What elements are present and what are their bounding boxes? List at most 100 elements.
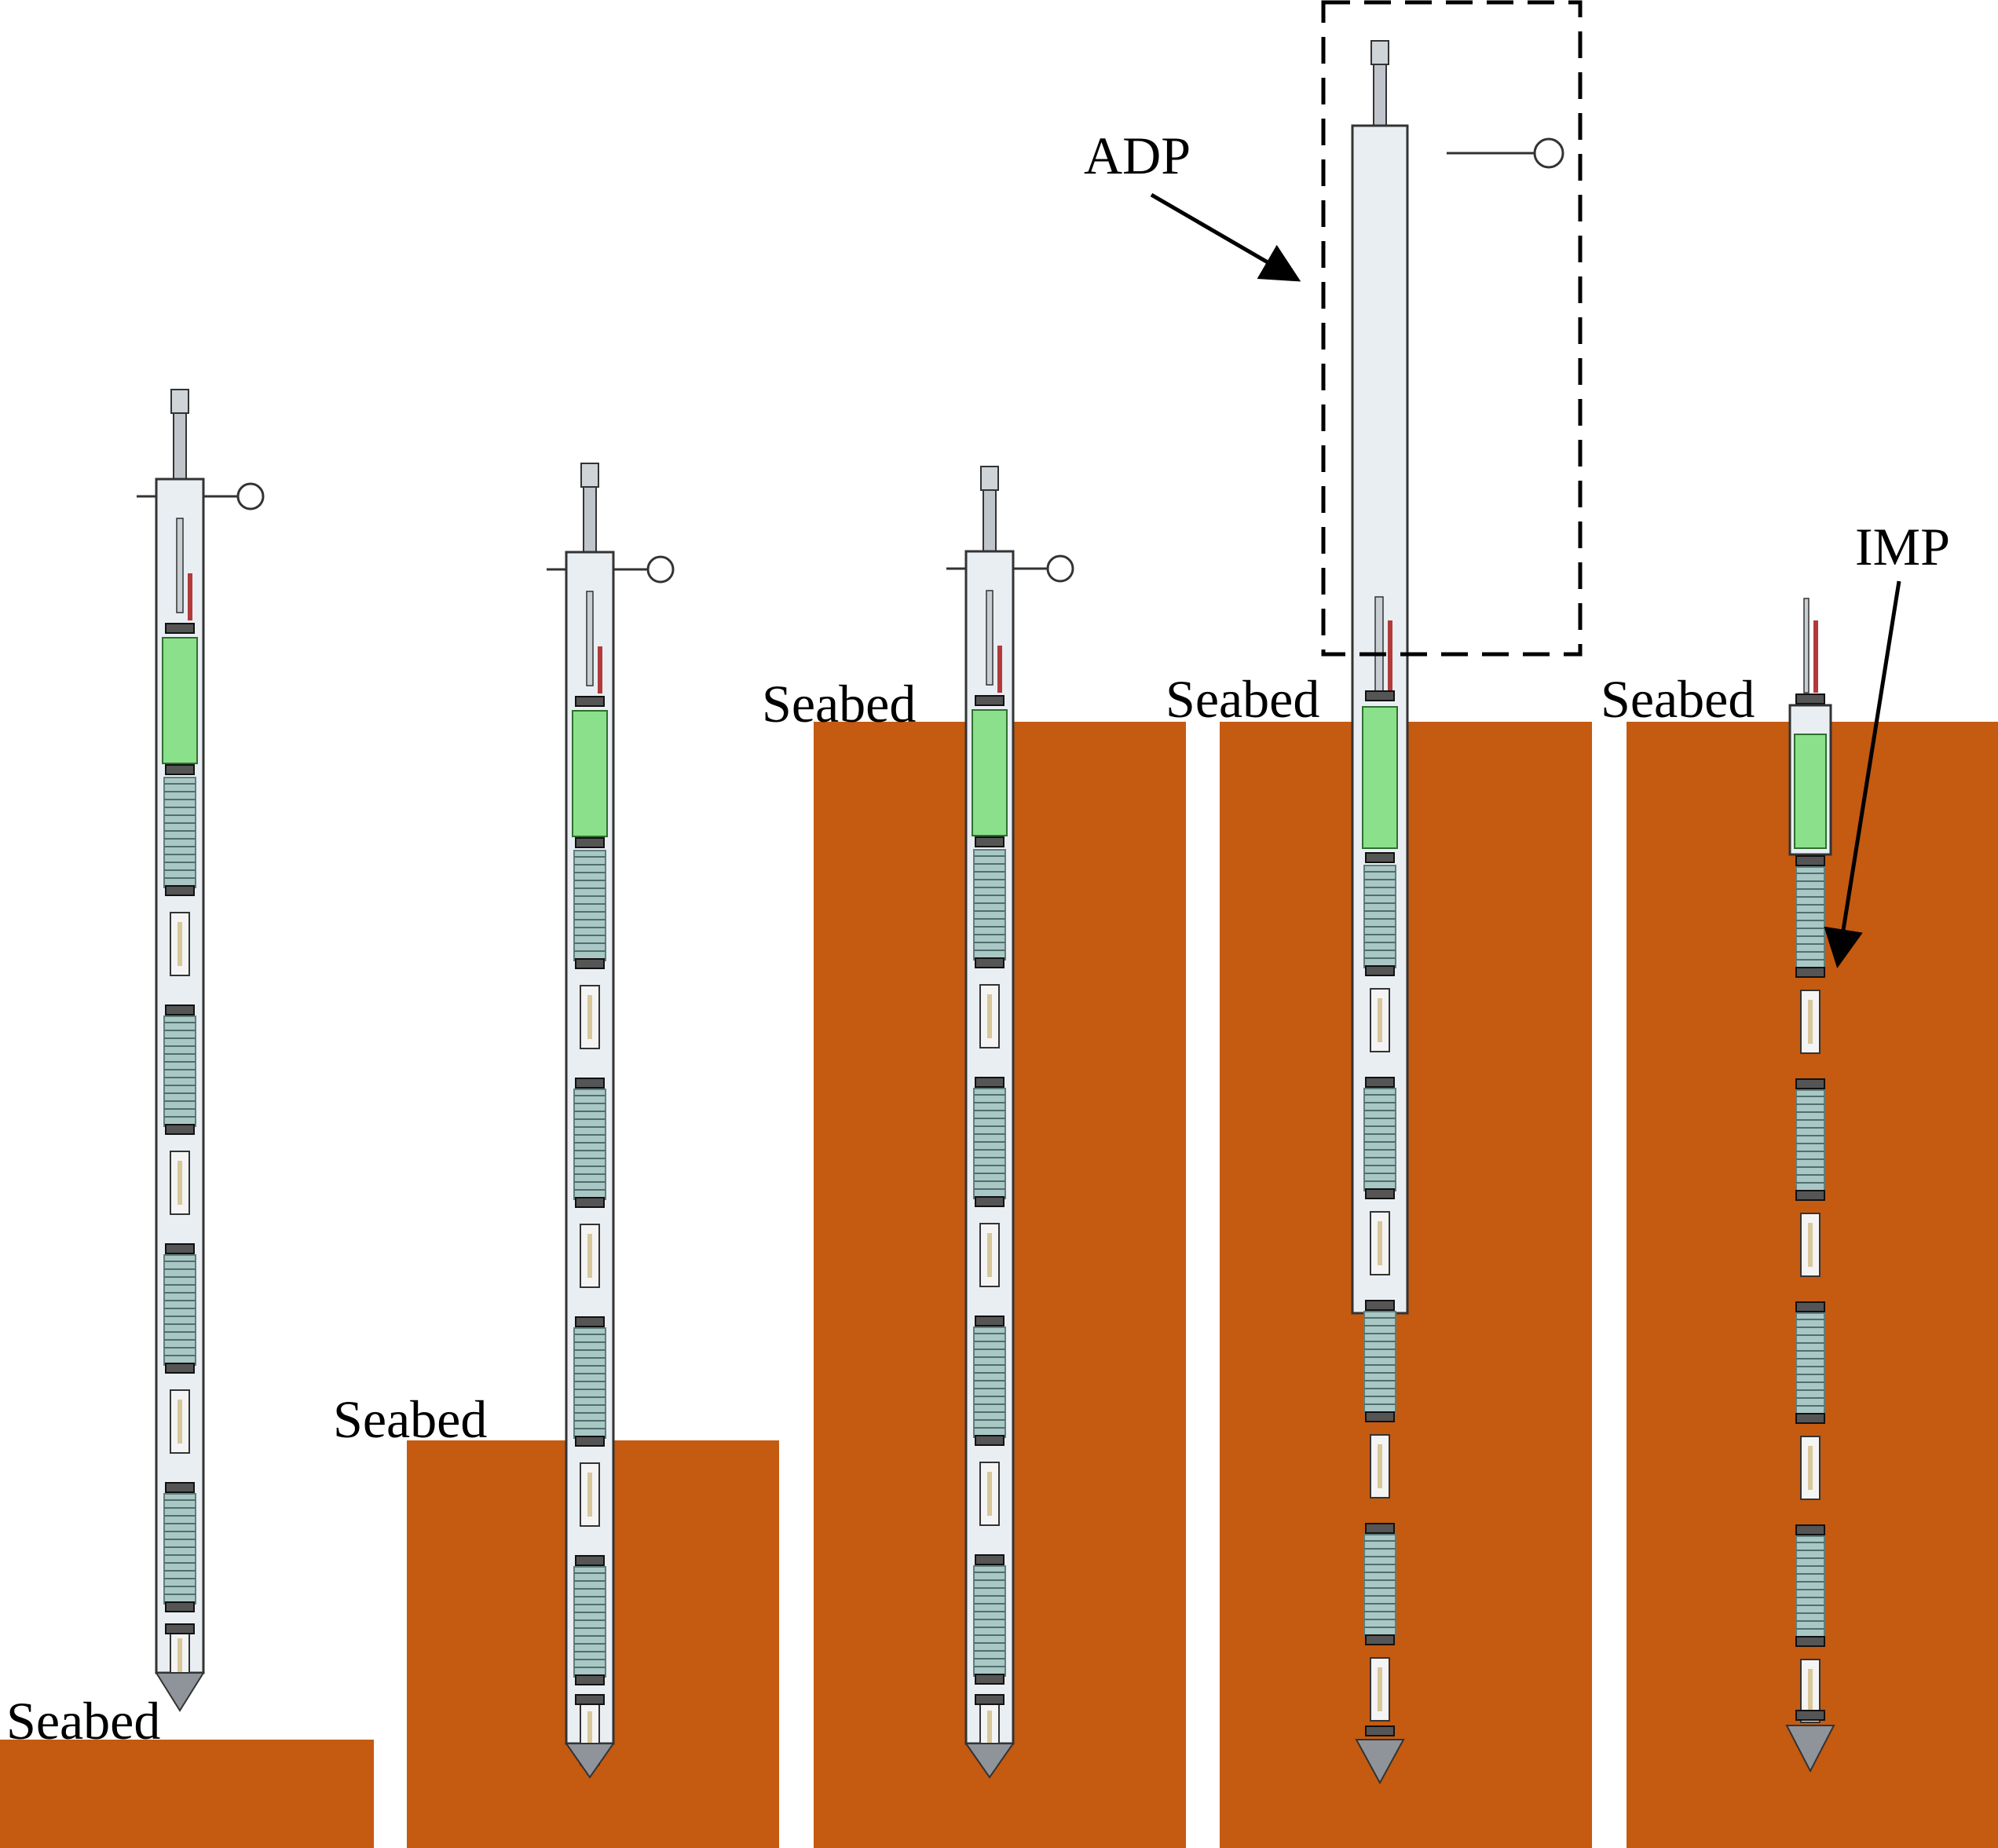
segment-connector: [975, 1674, 1004, 1685]
imp-arrow: [1824, 580, 1901, 968]
probe-tip: [155, 1672, 205, 1712]
battery-bottom-connector: [575, 837, 605, 848]
segment-connector: [1365, 1634, 1395, 1645]
probe-stage-3: [946, 466, 1074, 1779]
seabed-label-stage-1: Seabed: [6, 1691, 161, 1751]
adp-arrow: [1150, 192, 1301, 282]
battery-module: [162, 637, 198, 764]
segment-connector: [575, 1694, 605, 1705]
segment-connector: [575, 1316, 605, 1327]
segment-connector: [1795, 1524, 1825, 1535]
sensor-segment-core: [1378, 1221, 1382, 1265]
sensor-segment-core: [1378, 998, 1382, 1042]
spring-segment: [163, 777, 196, 888]
spring-segment: [1795, 866, 1825, 970]
probe-stage-5: [1785, 598, 1835, 1773]
imp-label: IMP: [1855, 517, 1950, 576]
segment-connector: [165, 1363, 195, 1374]
battery-top-connector: [1365, 690, 1395, 701]
probe-antenna-red: [1388, 620, 1392, 691]
sensor-segment-core: [987, 994, 992, 1038]
battery-module: [1362, 706, 1398, 849]
battery-top-connector: [165, 623, 195, 634]
spring-segment: [973, 1327, 1006, 1438]
battery-bottom-connector: [165, 764, 195, 775]
battery-module: [1794, 734, 1827, 849]
segment-connector: [1795, 1190, 1825, 1201]
segment-connector: [165, 1623, 195, 1634]
battery-module: [972, 709, 1008, 836]
segment-connector: [1365, 965, 1395, 976]
segment-connector: [1365, 1523, 1395, 1534]
spring-segment: [1795, 1312, 1825, 1416]
spring-segment: [973, 849, 1006, 961]
segment-connector: [165, 1005, 195, 1015]
segment-connector: [1795, 1301, 1825, 1312]
spring-segment: [1363, 1534, 1396, 1638]
sensor-segment-core: [1808, 1223, 1813, 1267]
segment-connector: [975, 1196, 1004, 1207]
segment-connector: [1365, 1077, 1395, 1088]
probe-antenna: [1374, 596, 1384, 692]
sensor-segment-core: [177, 1161, 182, 1205]
seabed-block-stage-1: [0, 1740, 374, 1848]
segment-connector: [1365, 1300, 1395, 1311]
probe-antenna: [1803, 598, 1810, 693]
spring-segment: [163, 1493, 196, 1605]
sensor-segment-core: [987, 1233, 992, 1277]
probe-stage-4: [1351, 40, 1564, 1785]
segment-connector: [1795, 1710, 1825, 1721]
spring-segment: [573, 1089, 606, 1200]
probe-antenna: [586, 591, 594, 686]
segment-connector: [1795, 1636, 1825, 1647]
seabed-label-stage-5: Seabed: [1601, 669, 1755, 729]
spring-segment: [1795, 1089, 1825, 1193]
seabed-label-stage-4: Seabed: [1166, 669, 1320, 729]
sensor-segment-core: [177, 1638, 182, 1682]
probe-antenna-red: [997, 646, 1002, 693]
segment-connector: [975, 1554, 1004, 1565]
sensor-segment-core: [587, 1473, 592, 1517]
segment-connector: [165, 1243, 195, 1254]
segment-connector: [975, 1077, 1004, 1088]
probe-tip: [1785, 1725, 1835, 1773]
probe-top-cap: [170, 389, 189, 414]
release-ring: [1046, 554, 1074, 583]
adp-label: ADP: [1084, 126, 1191, 185]
spring-segment: [163, 1254, 196, 1366]
sensor-segment-core: [587, 1234, 592, 1278]
segment-connector: [1795, 967, 1825, 978]
sensor-segment-core: [177, 1400, 182, 1444]
segment-connector: [1795, 1078, 1825, 1089]
adp-highlight-box: [1321, 0, 1583, 657]
sensor-segment-core: [177, 922, 182, 966]
battery-bottom-connector: [1795, 855, 1825, 866]
segment-connector: [975, 957, 1004, 968]
segment-connector: [165, 1482, 195, 1493]
seabed-label-stage-3: Seabed: [762, 674, 917, 734]
battery-top-connector: [975, 695, 1004, 706]
segment-connector: [575, 1078, 605, 1089]
probe-antenna: [176, 518, 184, 613]
sensor-segment-core: [1808, 1000, 1813, 1044]
segment-connector: [575, 1197, 605, 1208]
spring-segment: [1363, 1311, 1396, 1414]
sensor-segment-core: [1808, 1446, 1813, 1490]
probe-tip: [964, 1743, 1015, 1779]
spring-segment: [973, 1565, 1006, 1677]
probe-top-cap: [980, 466, 999, 491]
probe-stage-2: [547, 463, 675, 1779]
probe-antenna-red: [1813, 620, 1818, 693]
release-ring: [236, 482, 265, 510]
spring-segment: [1363, 1088, 1396, 1191]
segment-connector: [1795, 1413, 1825, 1424]
probe-antenna: [986, 590, 994, 686]
probe-top-cap: [580, 463, 599, 488]
segment-connector: [575, 958, 605, 969]
segment-connector: [1365, 1411, 1395, 1422]
seabed-label-stage-2: Seabed: [333, 1389, 488, 1449]
segment-connector: [165, 885, 195, 896]
sensor-segment-core: [1808, 1669, 1813, 1713]
